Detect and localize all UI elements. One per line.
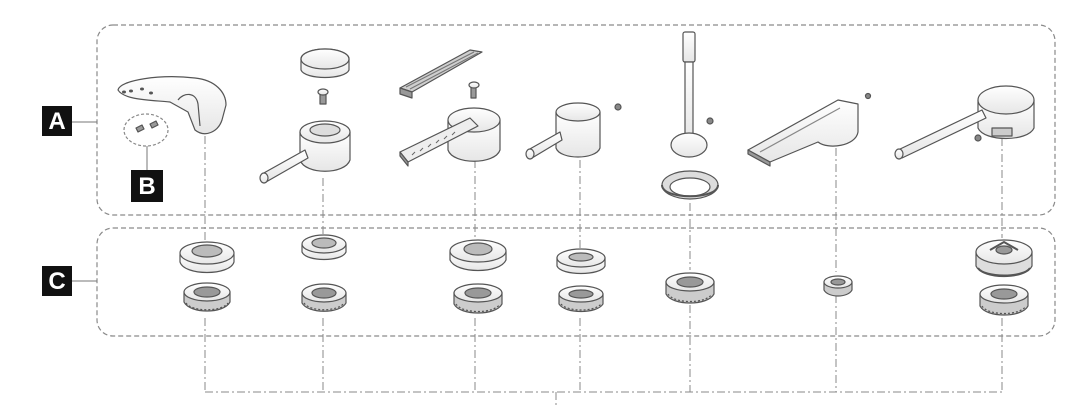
callout-a: A [42,106,72,136]
group-c-frame [96,227,1056,337]
nut-4 [558,285,604,313]
callout-c-label: C [48,268,65,295]
adapter-1 [179,241,235,273]
lever-handle-3 [399,49,501,167]
plug-detail-circle [123,113,169,147]
connector-lines [204,120,1003,408]
callout-b: B [131,170,163,202]
lever-handle-1 [117,76,227,147]
nut-3 [453,283,503,314]
adapter-3 [449,239,507,271]
lever-handle-2 [259,48,351,184]
adapter-4 [556,248,606,275]
lever-handle-7 [894,85,1035,160]
nut-1 [183,282,231,312]
adapter-7 [975,239,1033,277]
nut-2 [301,283,347,312]
nut-7 [979,284,1029,316]
callout-b-label: B [138,173,155,200]
adapter-2 [301,234,347,261]
lever-handle-5 [661,31,719,200]
callout-c: C [42,266,72,296]
group-a-frame [96,24,1056,216]
lever-handle-6 [747,92,872,167]
lever-handle-4 [525,102,622,160]
callout-a-label: A [48,108,65,135]
nut-5 [665,272,715,304]
nut-6 [823,275,853,297]
